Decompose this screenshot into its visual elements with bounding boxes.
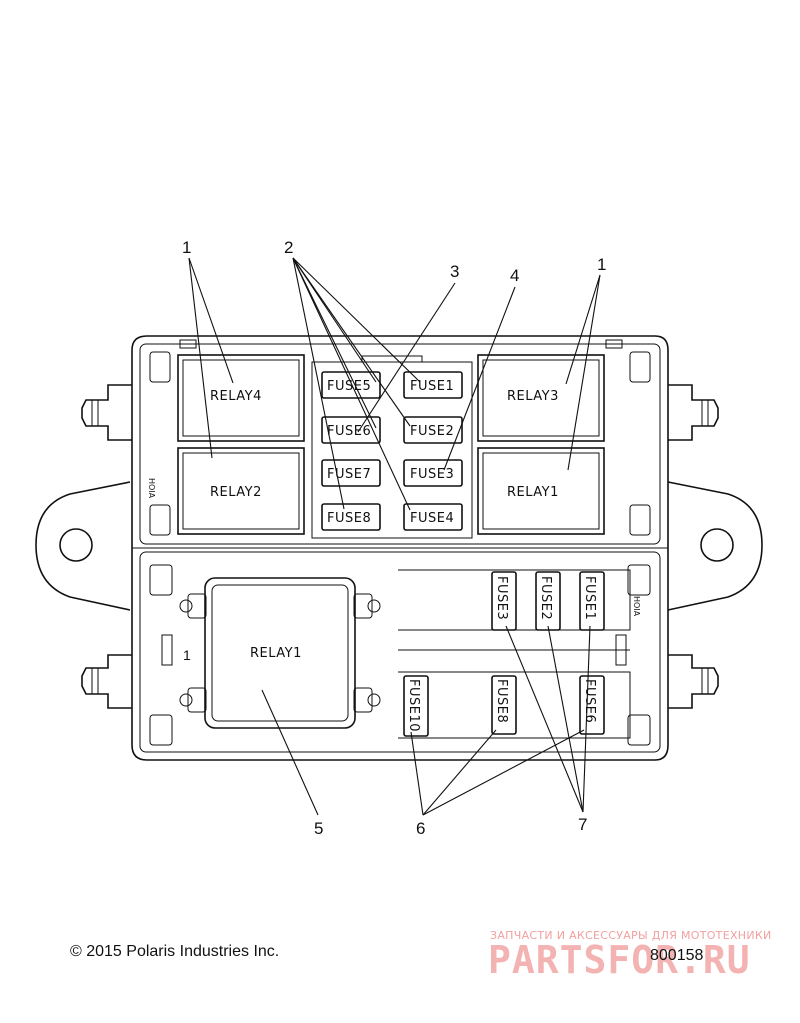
watermark-tagline: ЗАПЧАСТИ И АКСЕССУАРЫ ДЛЯ МОТОТЕХНИКИ <box>490 929 772 942</box>
lower-fuse-6: FUSE6 <box>579 675 605 735</box>
part-number: 800158 <box>650 947 704 964</box>
callout-2: 2 <box>284 238 293 257</box>
upper-fuse-6: FUSE6 <box>321 416 381 444</box>
upper-fuse-3: FUSE3 <box>403 459 463 487</box>
relay-1-large: RELAY1 <box>179 577 381 729</box>
svg-text:FUSE1: FUSE1 <box>582 576 597 620</box>
relay-1-small: RELAY1 <box>477 447 605 535</box>
svg-text:FUSE5: FUSE5 <box>327 379 371 394</box>
callout-1-left: 1 <box>182 238 191 257</box>
lower-fuse-8: FUSE8 <box>491 675 517 735</box>
upper-fuse-8: FUSE8 <box>321 503 381 531</box>
relay-3: RELAY3 <box>477 354 605 442</box>
lower-fuse-1: FUSE1 <box>579 571 605 631</box>
relay-1-large-label: RELAY1 <box>250 646 302 661</box>
svg-text:FUSE4: FUSE4 <box>410 511 454 526</box>
relay-3-label: RELAY3 <box>507 389 559 404</box>
svg-text:FUSE6: FUSE6 <box>327 424 371 439</box>
svg-text:FUSE3: FUSE3 <box>410 467 454 482</box>
relay-4-label: RELAY4 <box>210 389 262 404</box>
upper-fuse-7: FUSE7 <box>321 459 381 487</box>
lower-fuse-10: FUSE10 <box>403 675 429 737</box>
copyright-notice: © 2015 Polaris Industries Inc. <box>70 943 280 960</box>
callout-5: 5 <box>314 819 323 838</box>
svg-text:FUSE8: FUSE8 <box>327 511 371 526</box>
right-side-mark: HOIA <box>632 596 641 617</box>
callout-1-right: 1 <box>597 255 606 274</box>
watermark-logo: PARTSFOR.RU <box>488 938 751 982</box>
box-mark: 1 <box>183 647 191 663</box>
upper-fuse-5: FUSE5 <box>321 371 381 399</box>
upper-fuse-2: FUSE2 <box>403 416 463 444</box>
svg-text:FUSE2: FUSE2 <box>538 576 553 620</box>
svg-text:FUSE10: FUSE10 <box>406 679 421 732</box>
svg-text:FUSE2: FUSE2 <box>410 424 454 439</box>
svg-text:FUSE6: FUSE6 <box>582 679 597 723</box>
left-side-mark: HOIA <box>147 478 156 499</box>
lower-fuse-2: FUSE2 <box>535 571 561 631</box>
callout-3: 3 <box>450 262 459 281</box>
callout-4: 4 <box>510 266 519 285</box>
lower-fuse-3: FUSE3 <box>491 571 517 631</box>
svg-text:FUSE7: FUSE7 <box>327 467 371 482</box>
fuse-box-housing <box>35 335 763 761</box>
relay-2-label: RELAY2 <box>210 485 262 500</box>
svg-text:FUSE1: FUSE1 <box>410 379 454 394</box>
upper-fuse-1: FUSE1 <box>403 371 463 399</box>
callout-7: 7 <box>578 815 587 834</box>
relay-4: RELAY4 <box>177 354 305 442</box>
svg-text:FUSE3: FUSE3 <box>494 576 509 620</box>
callout-6: 6 <box>416 819 425 838</box>
relay-1-small-label: RELAY1 <box>507 485 559 500</box>
upper-fuse-4: FUSE4 <box>403 503 463 531</box>
svg-text:FUSE8: FUSE8 <box>494 679 509 723</box>
leader-lines <box>188 257 601 816</box>
relay-2: RELAY2 <box>177 447 305 535</box>
